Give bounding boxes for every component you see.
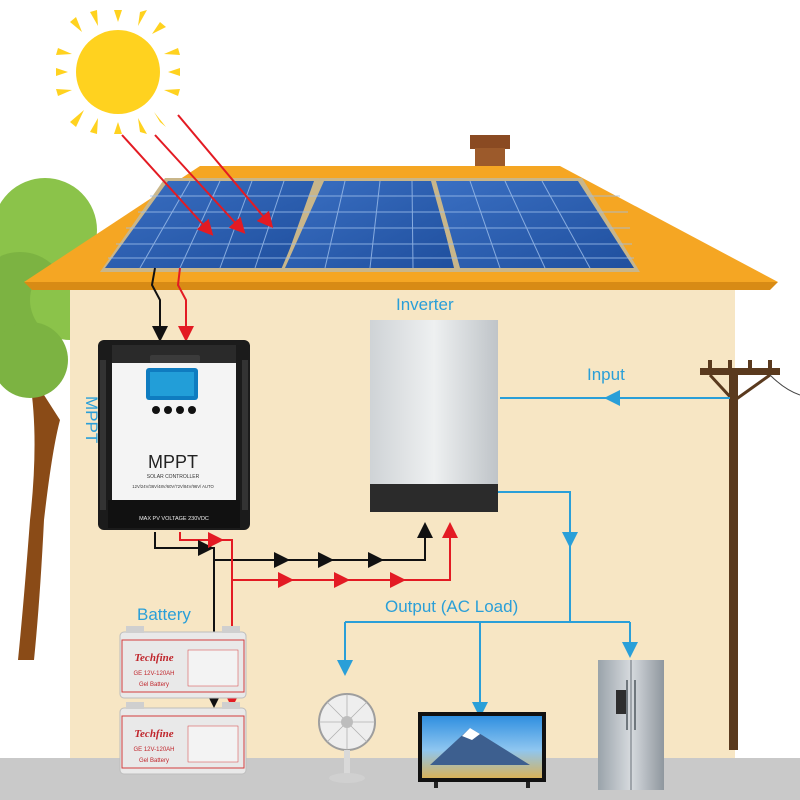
battery-bottom-brand: Techfine bbox=[134, 728, 173, 740]
fan-icon bbox=[318, 693, 376, 783]
mppt-voltages: 12V/24V/36V/48V/60V/72V/84V/96V/ AUTO bbox=[132, 484, 214, 489]
mppt-max-pv: MAX PV VOLTAGE 230VDC bbox=[139, 516, 209, 522]
solar-panel-icon bbox=[100, 178, 640, 272]
battery-bottom-type: Gel Battery bbox=[139, 758, 169, 764]
battery-top-spec: GE 12V-120AH bbox=[133, 671, 174, 677]
output-label: Output (AC Load) bbox=[385, 597, 518, 616]
mppt-title: MPPT bbox=[148, 452, 198, 472]
utility-pole-icon bbox=[700, 360, 800, 750]
battery-bottom: Techfine GE 12V-120AH Gel Battery bbox=[119, 702, 247, 775]
mppt-controller: MPPT SOLAR CONTROLLER 12V/24V/36V/48V/60… bbox=[98, 340, 250, 530]
input-label: Input bbox=[587, 365, 625, 384]
inverter-unit bbox=[370, 320, 498, 512]
dc-flow-arrows bbox=[198, 532, 406, 588]
mppt-subtitle: SOLAR CONTROLLER bbox=[147, 474, 200, 480]
battery-bottom-spec: GE 12V-120AH bbox=[133, 747, 174, 753]
inverter-label: Inverter bbox=[396, 295, 454, 314]
mppt-button-1 bbox=[152, 406, 160, 414]
battery-label: Battery bbox=[137, 605, 191, 624]
battery-top-brand: Techfine bbox=[134, 652, 173, 664]
sunlight-rays bbox=[121, 114, 274, 236]
mppt-side-label: MPPT bbox=[82, 396, 101, 443]
sun-icon bbox=[56, 10, 180, 134]
tv-icon bbox=[418, 712, 546, 788]
battery-top: Techfine GE 12V-120AH Gel Battery bbox=[119, 626, 247, 699]
mppt-button-4 bbox=[188, 406, 196, 414]
panel-wires bbox=[150, 267, 194, 342]
battery-top-type: Gel Battery bbox=[139, 682, 169, 688]
mppt-button-3 bbox=[176, 406, 184, 414]
mppt-button-2 bbox=[164, 406, 172, 414]
ac-output-wiring bbox=[337, 491, 638, 718]
fridge-icon bbox=[598, 660, 664, 790]
